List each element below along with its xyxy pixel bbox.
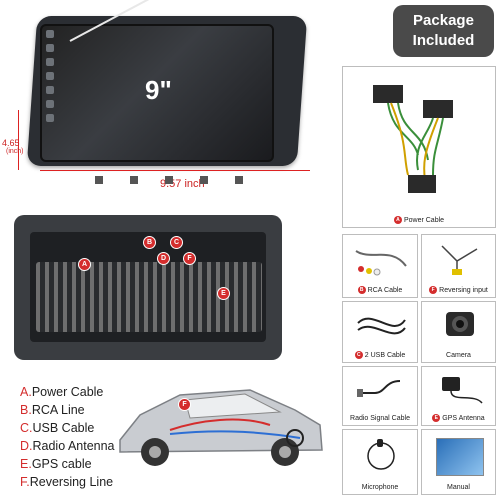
- badge-line-2: Included: [412, 32, 475, 49]
- item-letter: C: [354, 351, 363, 359]
- mount-tab: [235, 176, 243, 184]
- height-dimension-value: 4.65: [2, 138, 20, 148]
- legend-text: Radio Antenna: [32, 439, 115, 453]
- head-unit-screen: [40, 24, 274, 162]
- item-label: Manual: [447, 484, 470, 491]
- legend-text: Reversing Line: [29, 475, 114, 489]
- rear-marker-d: D: [157, 252, 170, 265]
- item-letter: B: [357, 286, 366, 294]
- legend-letter: A.: [20, 385, 32, 399]
- legend-letter: D.: [20, 439, 33, 453]
- gps-antenna-icon: [442, 377, 483, 404]
- package-included-badge: Package Included: [393, 5, 494, 57]
- mount-tab: [95, 176, 103, 184]
- reversing-cable-icon: [441, 245, 478, 275]
- item-label: 2 USB Cable: [364, 351, 406, 359]
- usb-cable-icon: [357, 317, 406, 335]
- item-letter: E: [432, 414, 441, 422]
- radio-cable-icon: [357, 380, 401, 397]
- item-letter: A: [393, 216, 402, 224]
- legend-item: E.GPS cable: [20, 455, 115, 473]
- height-dimension-unit: (inch): [6, 148, 24, 155]
- item-letter: F: [429, 286, 438, 294]
- width-dimension-line: [40, 170, 310, 171]
- car-wiring-illustration: [119, 389, 323, 466]
- package-item-microphone: Microphone: [342, 429, 418, 495]
- item-label: GPS Antenna: [442, 414, 485, 422]
- item-label: RCA Cable: [367, 286, 403, 294]
- package-item-radio-signal-cable: Radio Signal Cable: [342, 366, 418, 426]
- screen-side-icons: [46, 30, 56, 140]
- item-label: Power Cable: [403, 216, 445, 224]
- legend-letter: E.: [20, 457, 32, 471]
- package-item-manual: Manual: [421, 429, 496, 495]
- mount-tab: [200, 176, 208, 184]
- camera-icon: [446, 312, 474, 336]
- badge-line-1: Package: [413, 12, 474, 29]
- manual-booklet-icon: [436, 438, 484, 476]
- rear-marker-f: F: [183, 252, 196, 265]
- item-label: Camera: [446, 352, 471, 359]
- legend-text: GPS cable: [31, 457, 92, 471]
- item-label: Microphone: [361, 484, 399, 491]
- legend-letter: F.: [20, 475, 30, 489]
- legend-letter: B.: [20, 403, 32, 417]
- legend-item: B.RCA Line: [20, 401, 115, 419]
- rear-marker-b: B: [143, 236, 156, 249]
- mount-tab: [130, 176, 138, 184]
- legend-text: Power Cable: [31, 385, 104, 399]
- car-marker-f: F: [178, 398, 191, 411]
- package-item-camera: Camera: [421, 301, 496, 363]
- legend-item: C.USB Cable: [20, 419, 115, 437]
- item-label: Radio Signal Cable: [350, 415, 410, 422]
- height-dimension-line: [18, 110, 19, 170]
- power-cable-icon: [373, 85, 453, 193]
- legend-text: USB Cable: [32, 421, 95, 435]
- rca-cable-icon: [355, 250, 407, 276]
- microphone-icon: [367, 439, 395, 470]
- screen-size-label: 9": [145, 75, 172, 105]
- item-label: Reversing input: [439, 286, 488, 294]
- legend-item: A.Power Cable: [20, 383, 115, 401]
- mount-tab: [165, 176, 173, 184]
- legend-item: F.Reversing Line: [20, 473, 115, 491]
- legend-item: D.Radio Antenna: [20, 437, 115, 455]
- legend-letter: C.: [20, 421, 33, 435]
- connection-legend: A.Power Cable B.RCA Line C.USB Cable D.R…: [20, 383, 115, 491]
- rear-marker-c: C: [170, 236, 183, 249]
- legend-text: RCA Line: [31, 403, 85, 417]
- rear-marker-a: A: [78, 258, 91, 271]
- rear-marker-e: E: [217, 287, 230, 300]
